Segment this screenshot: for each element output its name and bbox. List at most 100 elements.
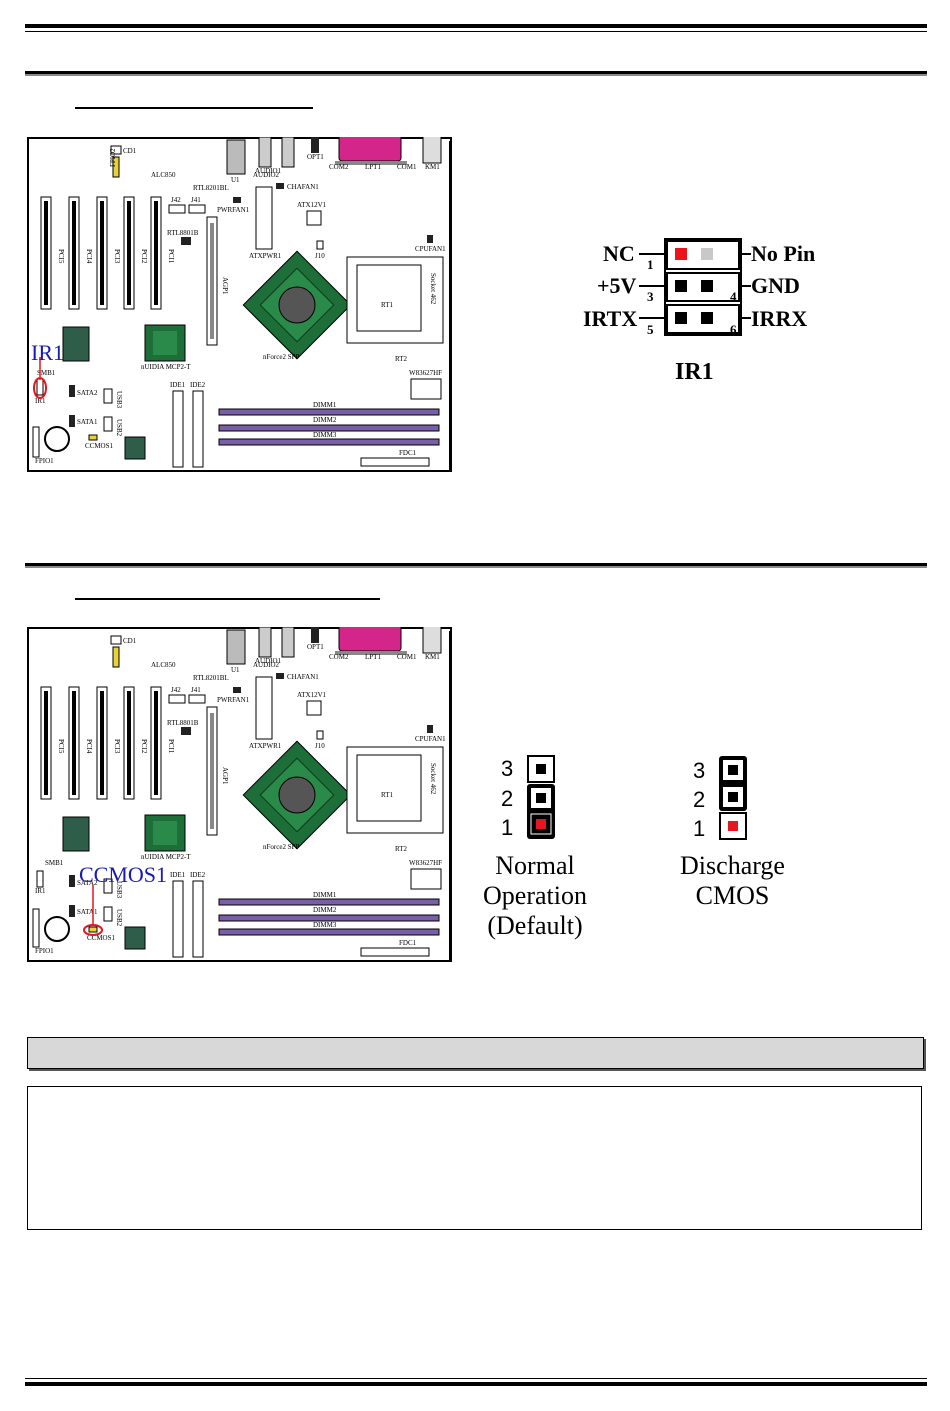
ccmos1-callout-label: CCMOS1 bbox=[79, 862, 168, 887]
label-fpio1: FPIO1 bbox=[35, 457, 54, 465]
label-alc850: ALC850 bbox=[151, 661, 176, 669]
label-mcp: nUIDIA MCP2-T bbox=[141, 363, 191, 371]
label-atxpwr1: ATXPWR1 bbox=[249, 252, 282, 260]
note-box bbox=[27, 1086, 922, 1230]
label-rtl8801b: RTL8801B bbox=[167, 719, 199, 727]
label-rt1: RT1 bbox=[381, 791, 394, 799]
label-sata2: SATA2 bbox=[77, 879, 98, 887]
label-cpufan1: CPUFAN1 bbox=[415, 735, 446, 743]
label-dimm3: DIMM3 bbox=[313, 431, 337, 439]
label-pci5: PCI5 bbox=[57, 249, 65, 264]
label-audio1: AUDIO1 bbox=[255, 167, 282, 175]
label-pci4: PCI4 bbox=[85, 739, 93, 754]
label-u1: U1 bbox=[231, 666, 240, 674]
label-lpt1: LPT1 bbox=[365, 653, 381, 661]
note-header-bar bbox=[27, 1037, 924, 1069]
label-ir1: IR1 bbox=[35, 397, 46, 405]
section-rule-ir bbox=[25, 71, 927, 74]
label-km1: KM1 bbox=[425, 163, 440, 171]
normal-caption-line3: (Default) bbox=[487, 911, 583, 940]
normal-number-2: 2 bbox=[501, 786, 514, 811]
label-j42: J42 bbox=[171, 686, 181, 694]
ir1-label-no-pin: No Pin bbox=[751, 241, 815, 266]
label-pwrfan1: PWRFAN1 bbox=[217, 206, 250, 214]
normal-caption-line1: Normal bbox=[495, 851, 575, 880]
label-spp: nForce2 SPP bbox=[263, 843, 299, 851]
label-rt2: RT2 bbox=[395, 355, 408, 363]
label-chafan1: CHAFAN1 bbox=[287, 673, 319, 681]
label-fdc1: FDC1 bbox=[399, 449, 417, 457]
ir1-pin-number-6: 6 bbox=[730, 322, 737, 337]
label-usb2: USB2 bbox=[115, 909, 123, 927]
ir1-caption: IR1 bbox=[675, 359, 714, 385]
label-pci3: PCI3 bbox=[113, 249, 121, 264]
label-com2: COM2 bbox=[329, 653, 349, 661]
label-dimm1: DIMM1 bbox=[313, 891, 337, 899]
label-com2: COM2 bbox=[329, 163, 349, 171]
label-pci1: PCI1 bbox=[167, 249, 175, 264]
label-rtl8201bl: RTL8201BL bbox=[193, 674, 229, 682]
label-spp: nForce2 SPP bbox=[263, 353, 299, 361]
label-alc850: ALC850 bbox=[151, 171, 176, 179]
label-ccmos1: CCMOS1 bbox=[87, 934, 116, 942]
label-audio1: AUDIO1 bbox=[255, 657, 282, 665]
normal-jumper-graphic bbox=[526, 755, 556, 840]
label-pci5: PCI5 bbox=[57, 739, 65, 754]
label-usb3: USB3 bbox=[115, 391, 123, 409]
discharge-number-1: 1 bbox=[693, 816, 706, 841]
ir1-pin-number-5: 5 bbox=[647, 322, 654, 337]
label-j42: J42 bbox=[171, 196, 181, 204]
label-ccmos1: CCMOS1 bbox=[85, 442, 114, 450]
discharge-number-2: 2 bbox=[693, 787, 706, 812]
label-rt2: RT2 bbox=[395, 845, 408, 853]
label-atx12v1: ATX12V1 bbox=[297, 201, 327, 209]
motherboard-diagram-ir: AUDIO1 OPT1 COM2 LPT1 COM1 KM1 U1 AUDIO2… bbox=[27, 137, 452, 472]
label-cd1: CD1 bbox=[123, 637, 137, 645]
label-fpio2: FPIO2 bbox=[109, 148, 117, 167]
label-ide2: IDE2 bbox=[190, 871, 206, 879]
label-smb1: SMB1 bbox=[45, 859, 64, 867]
label-fdc1: FDC1 bbox=[399, 939, 417, 947]
label-j41: J41 bbox=[191, 196, 201, 204]
label-agp1: AGP1 bbox=[221, 767, 229, 785]
ir1-pin1 bbox=[675, 248, 687, 260]
ir1-pin3 bbox=[675, 280, 687, 292]
bottom-rule-thin bbox=[25, 1378, 927, 1379]
label-agp1: AGP1 bbox=[221, 277, 229, 295]
label-km1: KM1 bbox=[425, 653, 440, 661]
ir1-pin6 bbox=[701, 312, 713, 324]
ir1-callout-label: IR1 bbox=[31, 340, 64, 365]
label-pci4: PCI4 bbox=[85, 249, 93, 264]
label-ide1: IDE1 bbox=[170, 871, 186, 879]
normal-caption-line2: Operation bbox=[483, 881, 587, 910]
label-socket: Socket 462 bbox=[429, 273, 437, 305]
label-w83627hf: W83627HF bbox=[409, 369, 442, 377]
label-sata2: SATA2 bbox=[77, 389, 98, 397]
label-cd1: CD1 bbox=[123, 147, 137, 155]
ir1-label-irtx: IRTX bbox=[583, 306, 637, 331]
label-mcp: nUIDIA MCP2-T bbox=[141, 853, 191, 861]
label-atx12v1: ATX12V1 bbox=[297, 691, 327, 699]
label-opt1: OPT1 bbox=[307, 153, 324, 161]
label-usb3: USB3 bbox=[115, 881, 123, 899]
discharge-jumper-graphic bbox=[718, 755, 748, 840]
section-heading-underline-ccmos bbox=[75, 598, 380, 600]
label-pci2: PCI2 bbox=[140, 739, 148, 754]
section-heading-underline-ir bbox=[75, 107, 313, 109]
ir1-label-5v: +5V bbox=[597, 273, 637, 298]
label-dimm1: DIMM1 bbox=[313, 401, 337, 409]
section-rule-ccmos bbox=[25, 563, 927, 566]
bottom-rule-thick bbox=[25, 1382, 927, 1386]
label-socket: Socket 462 bbox=[429, 763, 437, 795]
label-smb1: SMB1 bbox=[37, 369, 56, 377]
label-pci2: PCI2 bbox=[140, 249, 148, 264]
label-dimm2: DIMM2 bbox=[313, 906, 337, 914]
label-j10: J10 bbox=[315, 252, 325, 260]
label-chafan1: CHAFAN1 bbox=[287, 183, 319, 191]
label-pci3: PCI3 bbox=[113, 739, 121, 754]
label-pci1: PCI1 bbox=[167, 739, 175, 754]
discharge-caption-line2: CMOS bbox=[695, 881, 770, 910]
label-ide1: IDE1 bbox=[170, 381, 186, 389]
top-rule-thick bbox=[25, 24, 927, 28]
top-rule-thin bbox=[25, 31, 927, 32]
